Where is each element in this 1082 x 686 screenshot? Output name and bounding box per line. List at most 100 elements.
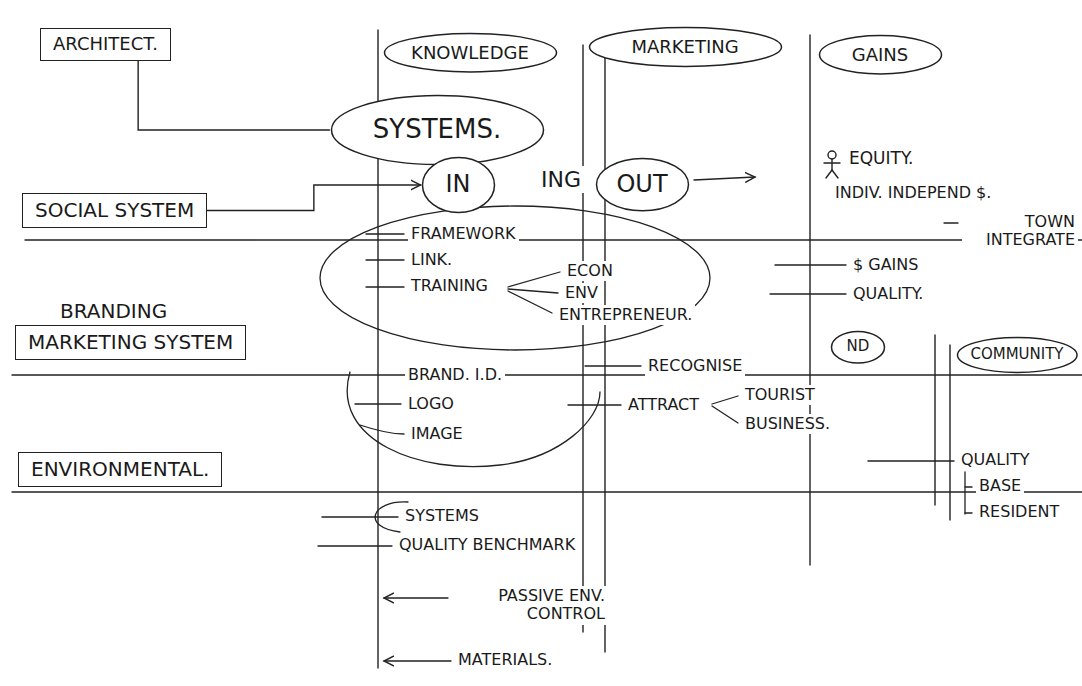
leader-line (318, 545, 392, 546)
leader-line (508, 272, 560, 287)
group-loop (320, 206, 710, 350)
sub-item-label: ENTREPRENEUR. (556, 305, 695, 325)
stage-circle: IN (421, 156, 496, 214)
column-rule (934, 335, 935, 505)
connector-line (138, 61, 329, 130)
leader-line (355, 403, 401, 404)
ellipse-outline-path (832, 331, 885, 363)
sub-item-label: BUSINESS. (742, 414, 833, 434)
node-text: GAINS (850, 45, 910, 66)
item-label: FRAMEWORK (408, 224, 519, 244)
column-heading-ellipse: GAINS (818, 34, 943, 75)
leader-line (568, 404, 621, 405)
person-icon (824, 151, 840, 178)
column-heading-ellipse: KNOWLEDGE (383, 32, 558, 73)
item-label: PASSIVE ENV. CONTROL (452, 586, 608, 625)
item-label: SYSTEMS (402, 506, 482, 526)
tag-circle: ND (830, 330, 886, 365)
ellipse-outline-path (589, 28, 781, 67)
ellipse-outline-path (957, 338, 1077, 373)
node-text: ARCHITECT. (53, 34, 158, 55)
leader-arrow (384, 597, 448, 598)
leader-arrow (384, 660, 451, 661)
leader-line (585, 365, 641, 366)
item-label: IMAGE (408, 424, 466, 444)
gain-label: TOWN INTEGRATE (962, 212, 1078, 251)
heading-box: ARCHITECT. (40, 28, 171, 61)
person-head (828, 151, 836, 159)
leader-line (366, 233, 404, 234)
leader-line (965, 512, 972, 513)
category-box: ENVIRONMENTAL. (18, 452, 222, 487)
leader-line (366, 259, 404, 260)
leader-line (770, 293, 846, 294)
person-arms (824, 162, 840, 163)
item-label: LOGO (405, 394, 457, 414)
tag-ellipse: COMMUNITY (956, 336, 1079, 374)
node-text: ND (845, 338, 872, 355)
item-label: LINK. (408, 250, 455, 270)
node-text: ENVIRONMENTAL. (31, 458, 209, 481)
effect-label: ATTRACT (625, 395, 702, 415)
item-label: QUALITY BENCHMARK (396, 535, 578, 555)
leader-line (712, 406, 738, 423)
sub-item-label: TOURIST (742, 385, 818, 405)
node-text: MARKETING (629, 37, 740, 58)
grid-lines (12, 30, 1082, 668)
effect-label: RECOGNISE (645, 356, 745, 376)
ellipse-outline-path (596, 159, 688, 211)
column-rule (604, 40, 605, 652)
item-label: TRAINING (408, 276, 491, 296)
ellipse-outline-path (331, 96, 543, 165)
node-text: SYSTEMS. (371, 115, 503, 145)
flow-arrow (694, 177, 755, 180)
leader-lines (318, 177, 972, 661)
sub-item-label: ECON (564, 261, 616, 281)
leader-line (944, 222, 958, 223)
leader-line (775, 264, 846, 265)
column-heading-ellipse: MARKETING (588, 26, 783, 68)
leader-line (322, 516, 398, 517)
person-body (831, 159, 832, 170)
node-text: OUT (614, 171, 669, 199)
ellipse-outline-path (422, 158, 494, 213)
column-rule (582, 45, 583, 632)
row-rule (12, 491, 1082, 492)
row-rule (25, 239, 1082, 240)
stage-label: ING (538, 166, 584, 193)
node-text: SOCIAL SYSTEM (35, 199, 194, 222)
stage-circle: OUT (595, 157, 690, 212)
gain-label: $ GAINS (850, 255, 921, 275)
column-rule (809, 35, 810, 565)
leader-line (868, 460, 954, 461)
leader-line (964, 472, 965, 514)
leader-line (366, 286, 404, 287)
group-loop (347, 372, 600, 467)
gain-label: EQUITY. (846, 148, 916, 170)
leader-line (965, 486, 972, 487)
item-label: MATERIALS. (455, 650, 555, 670)
gain-label: QUALITY (958, 450, 1032, 470)
person-leg (832, 170, 838, 178)
leader-line (508, 291, 552, 313)
sub-item-label: ENV (562, 283, 601, 303)
sub-item-label: BASE (976, 476, 1024, 496)
person-leg (826, 170, 832, 178)
sub-item-label: RESIDENT (976, 502, 1062, 522)
leader-line (712, 396, 738, 404)
gain-label: INDIV. INDEPEND $. (832, 183, 994, 203)
item-label: BRAND. I.D. (405, 365, 505, 385)
node-heading: BRANDING (60, 300, 246, 323)
leader-line (508, 289, 558, 293)
topic-ellipse: SYSTEMS. (330, 94, 545, 166)
column-rule (949, 345, 950, 520)
category-box: BRANDINGMARKETING SYSTEM (15, 300, 246, 360)
ellipse-outline-path (384, 34, 556, 72)
node-text: KNOWLEDGE (409, 43, 531, 64)
connector-line (207, 185, 420, 211)
row-rule (12, 374, 1082, 375)
gain-label: QUALITY. (850, 284, 926, 304)
node-text: MARKETING SYSTEM (15, 325, 246, 360)
